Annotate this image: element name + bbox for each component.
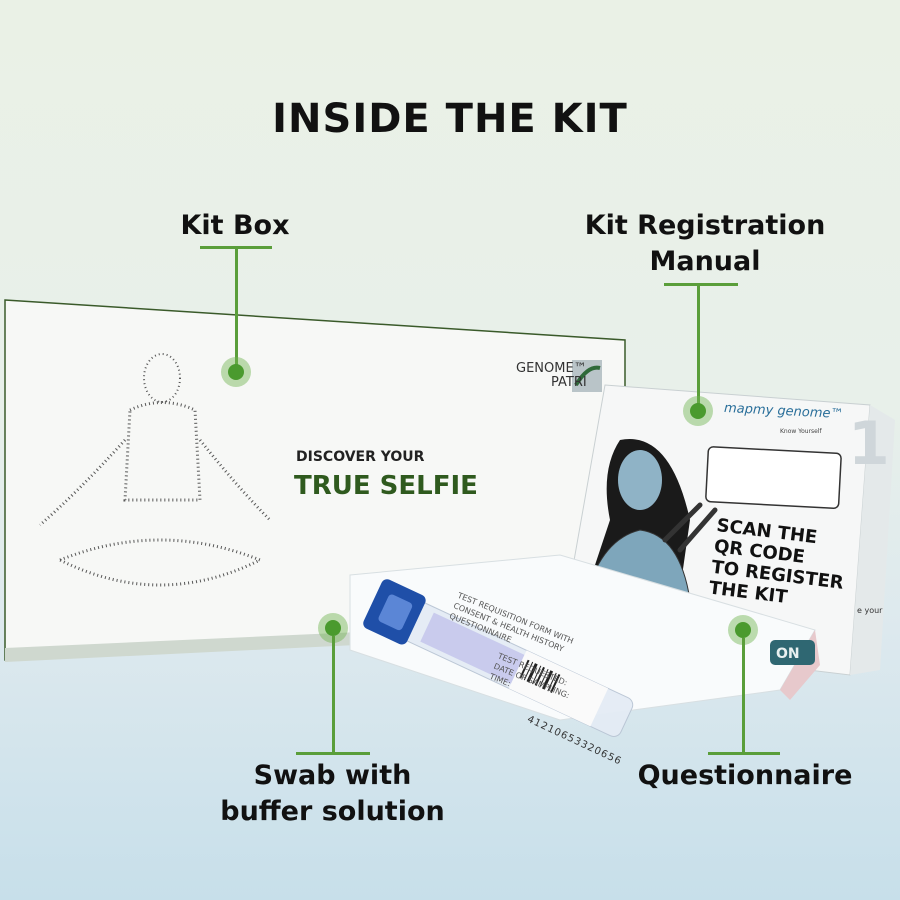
callout-line: [697, 283, 700, 408]
callout-manual-line1: Kit Registration: [584, 210, 826, 241]
page-title: INSIDE THE KIT: [272, 96, 628, 142]
brand-line2: PATRI: [550, 375, 587, 390]
qr-code-placeholder: [705, 446, 842, 509]
callout-dot-swab: [325, 620, 341, 636]
callout-swab-line1: Swab with: [253, 760, 412, 791]
callout-underline: [296, 752, 370, 755]
callout-dot-questionnaire: [735, 622, 751, 638]
callout-line: [332, 636, 335, 754]
callout-kit-box-label: Kit Box: [180, 210, 290, 241]
step-number: 1: [848, 409, 890, 479]
callout-manual-line2: Manual: [649, 246, 761, 277]
brand-line1: GENOME™: [516, 361, 587, 376]
manual-side-text: e your: [857, 606, 883, 615]
barcode-icon: [519, 659, 561, 694]
callout-line: [742, 638, 745, 754]
box-tagline-large: TRUE SELFIE: [294, 471, 478, 501]
callout-manual-label: Kit Registration Manual: [560, 208, 850, 280]
mapmygenome-tagline: Know Yourself: [780, 428, 822, 435]
callout-line: [235, 246, 238, 366]
genome-patri-logo: GENOME™ PATRI: [516, 362, 587, 390]
callout-swab-line2: buffer solution: [220, 796, 445, 827]
callout-dot-kit-box: [228, 364, 244, 380]
callout-questionnaire-label: Questionnaire: [637, 760, 853, 791]
callout-dot-manual: [690, 403, 706, 419]
scan-instruction: SCAN THE QR CODE TO REGISTER THE KIT: [708, 515, 850, 615]
callout-swab-label: Swab with buffer solution: [200, 758, 465, 830]
callout-underline: [664, 283, 738, 286]
box-tagline-small: DISCOVER YOUR: [296, 449, 425, 465]
swab-tube: [363, 579, 634, 737]
genome-patri-logo-icon: [572, 360, 602, 392]
callout-underline: [708, 752, 780, 755]
meditating-figure-icon: [39, 353, 272, 587]
booklet-tab-text: ON: [776, 646, 800, 662]
